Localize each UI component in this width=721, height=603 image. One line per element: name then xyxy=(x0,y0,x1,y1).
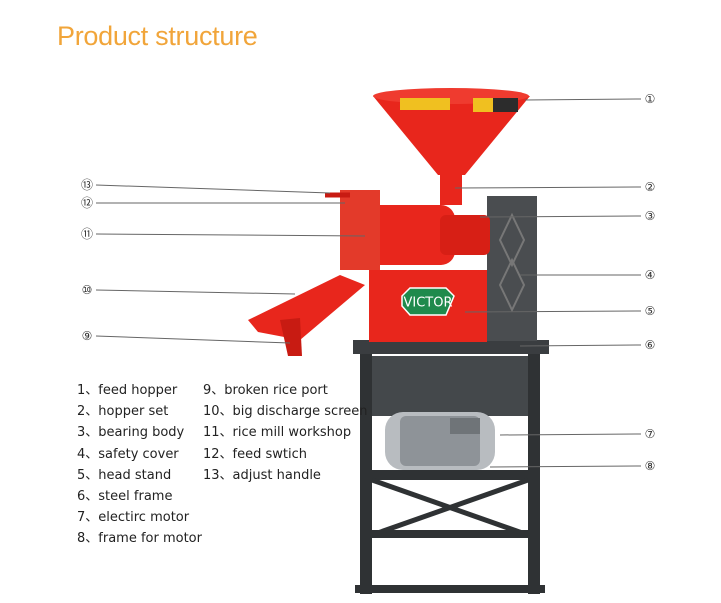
callout-1: ① xyxy=(645,92,656,106)
callout-10: ⑩ xyxy=(82,283,93,297)
callout-2: ② xyxy=(645,180,656,194)
callout-11: ⑪ xyxy=(81,227,93,241)
legend-item: 12、feed swtich xyxy=(203,446,308,462)
legend-item: 9、broken rice port xyxy=(203,383,328,398)
callout-5: ⑤ xyxy=(645,304,656,318)
legend-item: 4、safety cover xyxy=(77,446,179,462)
callout-3: ③ xyxy=(645,209,656,223)
legend-right: 9、broken rice port 10、big discharge scre… xyxy=(203,380,368,486)
callout-13: ⑬ xyxy=(81,178,93,192)
electric-motor xyxy=(385,412,495,470)
callout-8: ⑧ xyxy=(645,459,656,473)
steel-frame xyxy=(353,340,549,594)
legend-left: 1、feed hopper 2、hopper set 3、bearing bod… xyxy=(77,380,202,550)
callout-4: ④ xyxy=(645,268,656,282)
callout-7: ⑦ xyxy=(645,427,656,441)
legend-item: 13、adjust handle xyxy=(203,467,321,483)
legend-item: 1、feed hopper xyxy=(77,383,178,398)
legend-item: 8、frame for motor xyxy=(77,531,202,547)
brand-plate: VICTOR xyxy=(401,287,455,316)
legend-item: 11、rice mill workshop xyxy=(203,425,352,441)
page-title: Product structure xyxy=(57,21,258,51)
discharge-screen xyxy=(248,275,365,340)
legend-item: 7、electirc motor xyxy=(77,510,190,526)
feed-hopper xyxy=(373,88,530,205)
legend-item: 3、bearing body xyxy=(77,425,185,441)
legend-item: 2、hopper set xyxy=(77,404,169,420)
broken-rice-port xyxy=(280,318,302,356)
callout-9: ⑨ xyxy=(82,329,93,343)
legend-item: 6、steel frame xyxy=(77,489,173,505)
callout-6: ⑥ xyxy=(645,338,656,352)
legend-item: 5、head stand xyxy=(77,467,172,483)
leader-lines xyxy=(95,98,642,468)
callout-12: ⑫ xyxy=(81,196,93,210)
legend-item: 10、big discharge screen xyxy=(203,404,368,420)
safety-cover xyxy=(487,196,537,341)
svg-text:VICTOR: VICTOR xyxy=(403,296,452,311)
rice-mill-workshop xyxy=(340,190,490,270)
